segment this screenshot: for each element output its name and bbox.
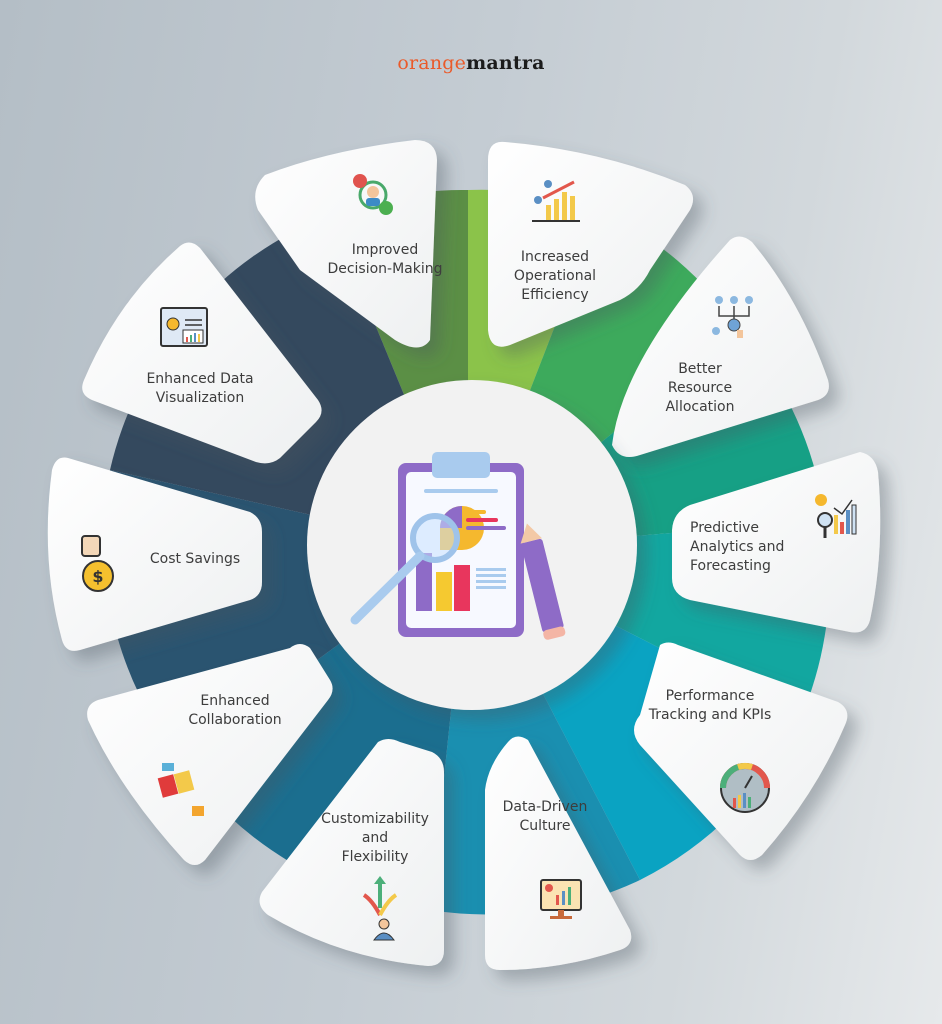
predictive-analytics-icon [815,494,857,538]
petal-enhanced-data-visualization [82,242,322,464]
data-dashboard-icon [160,307,208,347]
brand-logo: orangemantra [0,52,942,74]
petal-better-resource [612,236,829,458]
clipboard-analytics-icon [350,452,566,640]
svg-text:$: $ [92,567,103,586]
label-data-driven: Data-Driven Culture [502,799,588,834]
label-customizability: Customizability and Flexibility [321,811,429,865]
label-predictive-analytics: Predictive Analytics and Forecasting [690,520,785,574]
label-increased-efficiency: Increased Operational Efficiency [513,249,597,303]
label-performance-tracking: Performance Tracking and KPIs [648,688,772,723]
growth-chart-push-icon [532,180,580,222]
petal-increased-efficiency [488,141,694,347]
money-bag-icon: $ [81,535,114,592]
decision-making-icon [353,174,393,215]
resource-network-icon [712,296,753,338]
brand-logo-orange: orange [397,52,467,74]
label-better-resource: Better Resource Allocation [665,361,735,415]
petal-customizability [259,739,444,966]
gauge-kpi-icon [720,762,770,813]
label-enhanced-collaboration: Enhanced Collaboration [188,693,282,728]
petal-enhanced-collaboration [87,644,333,865]
label-improved-decision-making: Improved Decision-Making [327,242,443,277]
petal-predictive-analytics [672,452,881,633]
petal-data-driven [485,736,632,970]
dashboard-monitor-icon [540,879,582,919]
brand-logo-mantra: mantra [466,52,545,74]
label-enhanced-data-visualization: Enhanced Data Visualization [146,371,254,406]
petal-performance-tracking [634,642,848,860]
direction-arrows-person-icon [362,876,398,941]
petal-cost-savings [47,457,262,651]
label-cost-savings: Cost Savings [149,551,241,567]
petal-improved-decision-making [255,140,437,348]
puzzle-hands-icon [157,763,204,816]
